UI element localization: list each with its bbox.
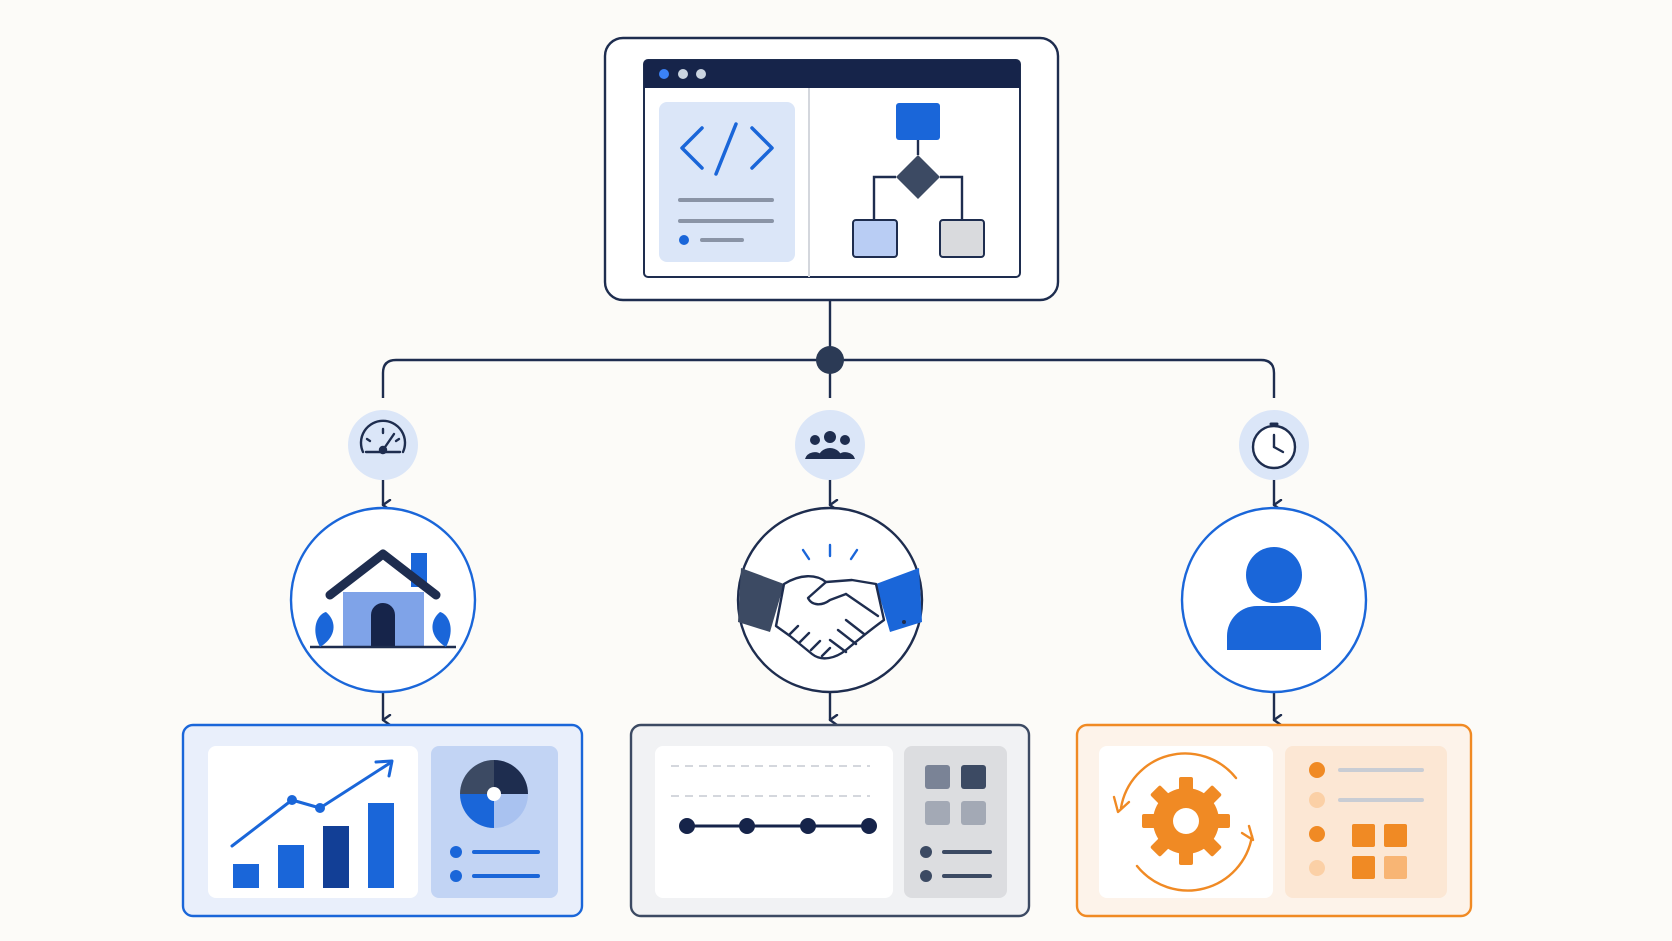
orange-grid-icon [1309, 762, 1424, 879]
window-dots-icon [644, 60, 1020, 88]
timeline-card [629, 723, 1031, 918]
grid-icon [920, 765, 992, 882]
arrow-lines [381, 478, 1274, 720]
process-card [1075, 723, 1473, 918]
team-badge [795, 410, 865, 480]
handshake-circle [736, 506, 924, 694]
gear-cycle-icon [1112, 752, 1255, 892]
clock-badge [1239, 410, 1309, 480]
user-circle [1180, 506, 1368, 694]
clock-icon [1251, 422, 1297, 470]
chart-card [181, 723, 584, 918]
team-icon [805, 431, 855, 459]
house-icon [310, 549, 456, 649]
user-icon [1227, 547, 1321, 650]
timeline-icon [671, 765, 877, 834]
junction-node [816, 346, 844, 374]
growth-bar-chart-icon [230, 759, 394, 888]
flowchart-icon [852, 103, 985, 258]
handshake-icon [738, 543, 922, 660]
house-circle [289, 506, 477, 694]
speedometer-badge [348, 410, 418, 480]
top-panel [603, 36, 1060, 302]
speedometer-icon [359, 419, 407, 455]
pie-chart-icon [450, 760, 540, 882]
code-brackets-icon [659, 102, 795, 262]
